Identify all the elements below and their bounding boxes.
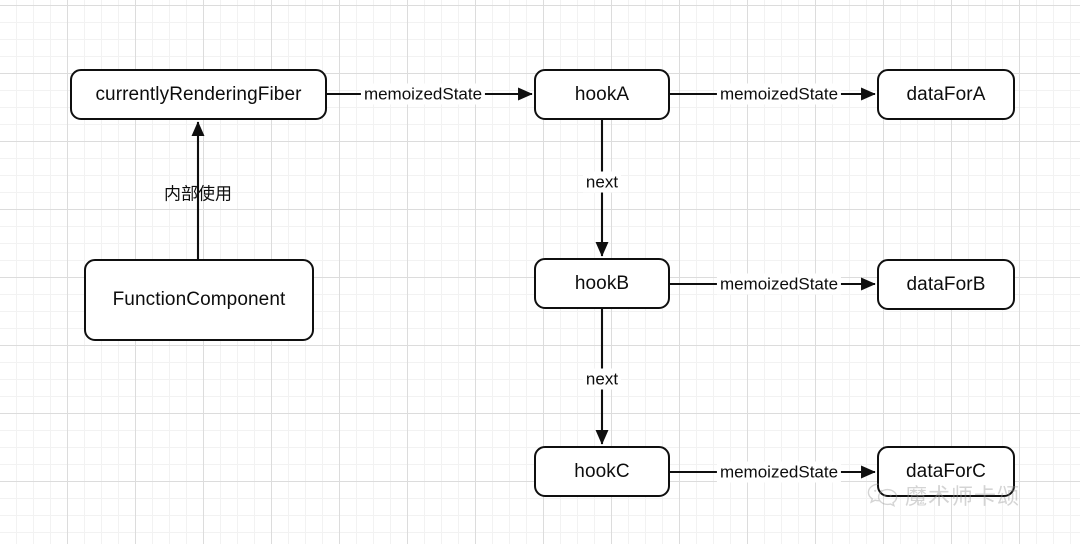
node-label: hookC xyxy=(574,460,630,482)
node-data-for-a[interactable]: dataForA xyxy=(877,69,1015,120)
edge-label-hookc-to-dataforC: memoizedState xyxy=(716,461,842,483)
node-function-component[interactable]: FunctionComponent xyxy=(84,259,314,341)
node-hook-c[interactable]: hookC xyxy=(534,446,670,497)
node-hook-a[interactable]: hookA xyxy=(534,69,670,120)
edge-label-hookb-to-hookc: next xyxy=(582,368,622,390)
node-data-for-c[interactable]: dataForC xyxy=(877,446,1015,497)
node-label: hookB xyxy=(574,272,630,294)
node-label: currentlyRenderingFiber xyxy=(95,83,302,105)
node-label: dataForC xyxy=(905,460,986,482)
edge-label-hooka-to-dataforA: memoizedState xyxy=(716,83,842,105)
edge-label-fiber-to-hooka: memoizedState xyxy=(360,83,486,105)
node-label: dataForA xyxy=(906,83,986,105)
node-hook-b[interactable]: hookB xyxy=(534,258,670,309)
edge-label-hookb-to-dataforB: memoizedState xyxy=(716,273,842,295)
node-data-for-b[interactable]: dataForB xyxy=(877,259,1015,310)
node-label: FunctionComponent xyxy=(112,289,286,310)
edge-label-internal-use: 内部使用 xyxy=(164,184,232,205)
node-label: hookA xyxy=(574,83,630,105)
node-currently-rendering-fiber[interactable]: currentlyRenderingFiber xyxy=(70,69,327,120)
edge-label-hooka-to-hookb: next xyxy=(582,171,622,193)
node-label: dataForB xyxy=(906,273,986,295)
